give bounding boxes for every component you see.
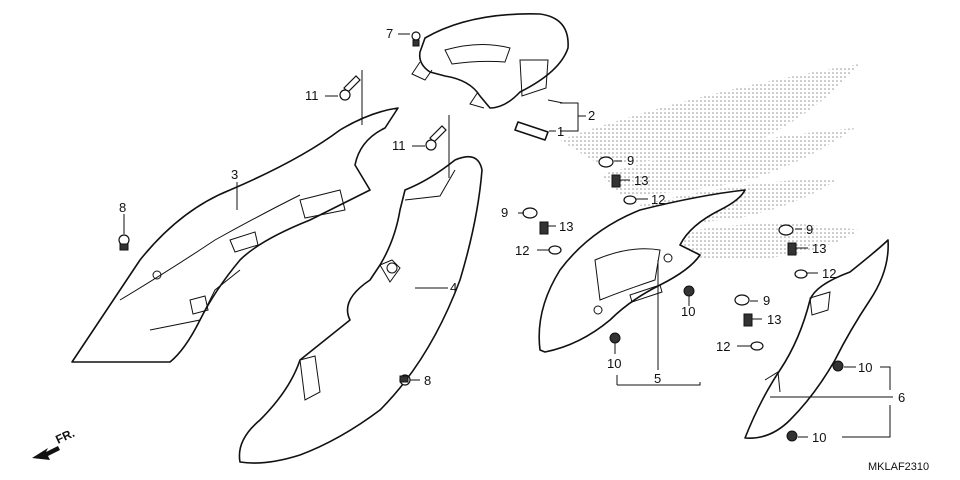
callout-10-d: 10 bbox=[812, 430, 826, 445]
right-inner-cover bbox=[538, 189, 746, 353]
callout-9-b: 9 bbox=[501, 205, 508, 220]
front-direction-arrow bbox=[32, 446, 60, 460]
wing-logo-watermark bbox=[560, 64, 860, 260]
callout-9-a: 9 bbox=[627, 153, 634, 168]
callout-10-c: 10 bbox=[858, 360, 872, 375]
callout-12-b: 12 bbox=[515, 243, 529, 258]
rear-center-cowl bbox=[411, 13, 569, 109]
rubber-strip bbox=[514, 121, 549, 141]
callout-5: 5 bbox=[654, 371, 661, 386]
right-outer-cover bbox=[744, 239, 889, 439]
callout-13-b: 13 bbox=[559, 219, 573, 234]
callout-9-c: 9 bbox=[806, 222, 813, 237]
diagram-code: MKLAF2310 bbox=[868, 461, 929, 473]
callout-10-a: 10 bbox=[681, 304, 695, 319]
callout-7: 7 bbox=[386, 26, 393, 41]
callout-12-a: 12 bbox=[651, 192, 665, 207]
callout-4: 4 bbox=[450, 280, 457, 295]
callout-13-c: 13 bbox=[812, 241, 826, 256]
leader-lines bbox=[123, 33, 893, 438]
left-outer-cover bbox=[238, 155, 483, 464]
left-inner-cover bbox=[71, 107, 399, 363]
callout-11-upper: 11 bbox=[305, 88, 319, 103]
callout-10-b: 10 bbox=[607, 356, 621, 371]
callout-3: 3 bbox=[231, 167, 238, 182]
callout-labels: 7 11 11 2 1 3 8 4 8 9 13 12 9 13 12 9 13… bbox=[53, 26, 929, 473]
callout-6: 6 bbox=[898, 390, 905, 405]
callout-9-d: 9 bbox=[763, 293, 770, 308]
callout-8-lower: 8 bbox=[424, 373, 431, 388]
callout-1: 1 bbox=[557, 124, 564, 139]
hardware bbox=[118, 31, 844, 442]
callout-13-a: 13 bbox=[634, 173, 648, 188]
callout-8-upper: 8 bbox=[119, 200, 126, 215]
callout-2: 2 bbox=[588, 108, 595, 123]
callout-11-lower: 11 bbox=[392, 138, 406, 153]
callout-12-c: 12 bbox=[822, 266, 836, 281]
front-indicator-label: FR. bbox=[53, 426, 76, 447]
callout-12-d: 12 bbox=[716, 339, 730, 354]
callout-13-d: 13 bbox=[767, 312, 781, 327]
